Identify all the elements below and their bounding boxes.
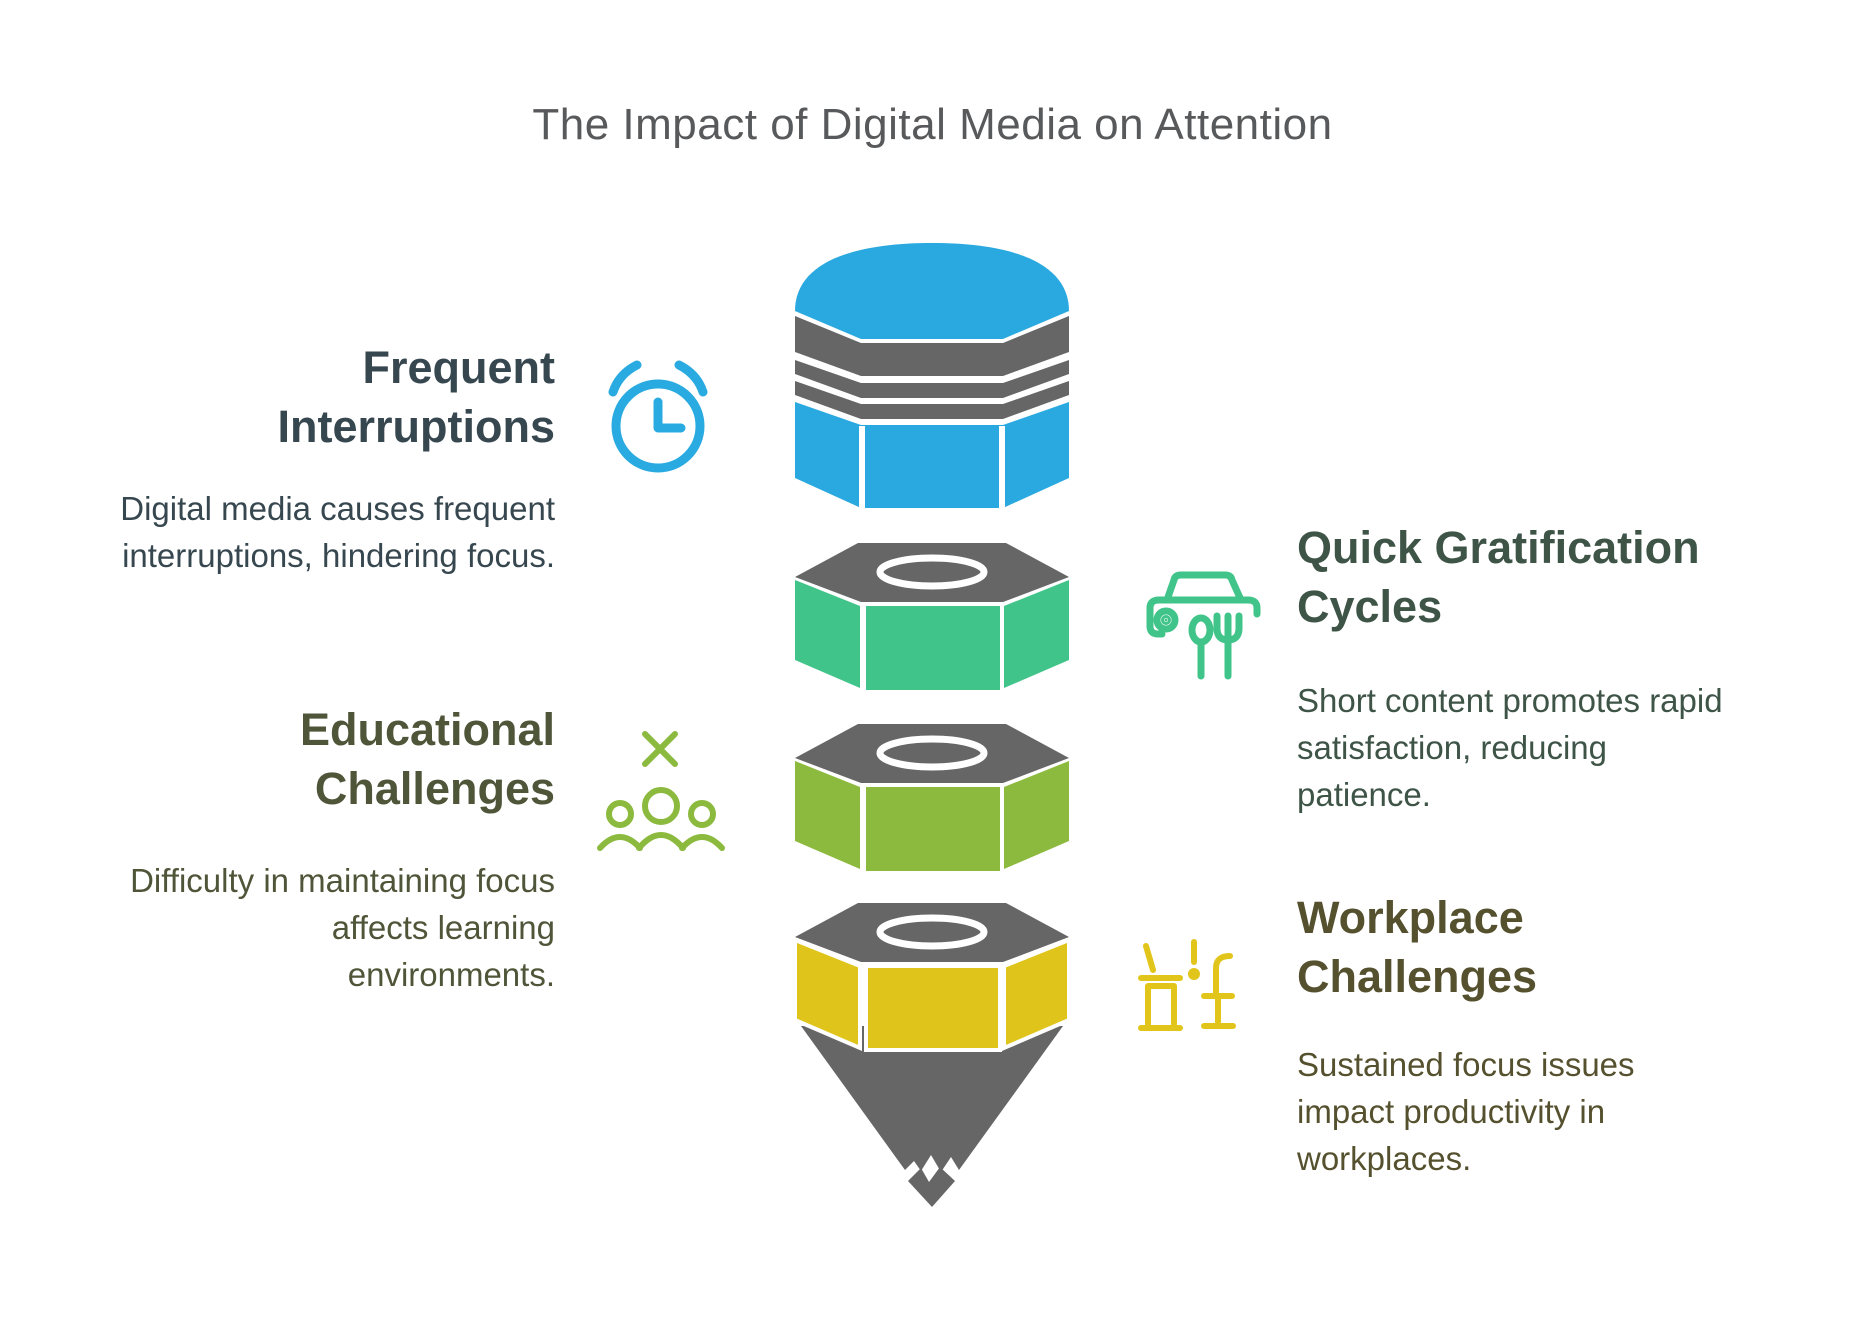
desc-line: interruptions, hindering focus.: [122, 536, 555, 574]
pencil-funnel-diagram: [793, 243, 1071, 1207]
pencil-tip-cone: [801, 1026, 1063, 1207]
desc-line: affects learning: [331, 908, 555, 946]
educational-challenges-desc: Difficulty in maintaining focus affects …: [60, 858, 555, 999]
segment-educational: [795, 724, 1069, 871]
title-line: Frequent: [362, 342, 555, 393]
title-line: Challenges: [1297, 951, 1538, 1003]
eraser-dome: [795, 243, 1069, 339]
title-line: Quick Gratification: [1297, 522, 1700, 573]
desc-line: environments.: [347, 955, 555, 993]
title-line: Challenges: [314, 763, 555, 815]
segment-gratification: [795, 543, 1069, 690]
desc-line: Short content promotes rapid: [1297, 682, 1723, 719]
title-line: Educational: [299, 704, 555, 755]
segment-workplace: [793, 903, 1071, 1052]
ferrule-band: [795, 316, 1069, 376]
segment-frequent: [795, 243, 1069, 510]
educational-challenges-title: Educational Challenges: [60, 700, 555, 819]
workplace-challenges-title: Workplace Challenges: [1297, 888, 1837, 1007]
frequent-interruptions-title: Frequent Interruptions: [60, 338, 556, 457]
title-line: Interruptions: [277, 401, 556, 453]
desc-line: satisfaction, reducing: [1297, 728, 1608, 766]
pencil-tip: [908, 1167, 955, 1207]
desc-line: Sustained focus issues: [1297, 1046, 1635, 1083]
page-title: The Impact of Digital Media on Attention: [532, 100, 1333, 149]
car-fast-food-icon: [1146, 571, 1261, 680]
desc-line: Difficulty in maintaining focus: [130, 862, 555, 899]
quick-gratification-title: Quick Gratification Cycles: [1297, 518, 1837, 637]
workplace-challenges-desc: Sustained focus issues impact productivi…: [1297, 1042, 1837, 1183]
people-group-x-icon: [597, 731, 725, 851]
ferrule-band: [795, 381, 1069, 419]
title-line: Cycles: [1297, 581, 1443, 633]
ferrule-band: [795, 360, 1069, 398]
quick-gratification-desc: Short content promotes rapid satisfactio…: [1297, 678, 1837, 819]
alarm-clock-icon: [608, 360, 708, 473]
title-line: Workplace: [1297, 892, 1524, 943]
desk-chair-icon: [1138, 939, 1236, 1031]
frequent-interruptions-desc: Digital media causes frequent interrupti…: [60, 486, 555, 580]
desc-line: Digital media causes frequent: [120, 490, 555, 527]
desc-line: workplaces.: [1297, 1139, 1472, 1177]
desc-line: patience.: [1297, 775, 1431, 813]
desc-line: impact productivity in: [1297, 1092, 1606, 1130]
